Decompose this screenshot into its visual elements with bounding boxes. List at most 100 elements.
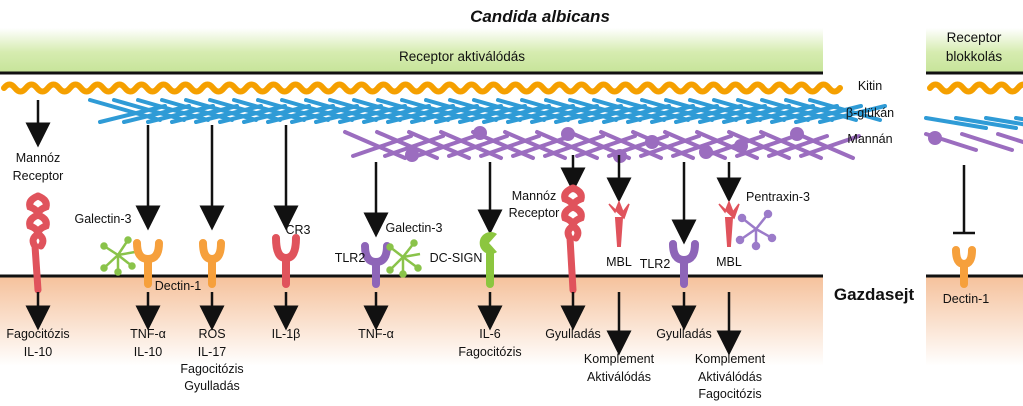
glucan-strand	[434, 104, 503, 124]
host-cell-label: Gazdasejt	[834, 285, 915, 304]
svg-text:Aktiválódás: Aktiválódás	[587, 370, 651, 384]
mannan-strand	[960, 132, 1014, 152]
glucan-strand	[506, 104, 575, 124]
tlr2-a	[361, 242, 391, 288]
glucan-strand	[410, 104, 479, 124]
activation-band	[0, 28, 823, 72]
output-6: IL-6 Fagocitózis	[458, 327, 521, 359]
mannan-strand	[383, 134, 445, 158]
dectin-1-b	[199, 239, 225, 288]
mannose-receptor-2	[561, 184, 585, 294]
mannan-label: Mannán	[847, 132, 892, 146]
glucan-strand	[458, 104, 527, 124]
glucan-strand	[554, 104, 623, 124]
svg-text:ROS: ROS	[198, 327, 225, 341]
mannan-node	[645, 135, 659, 149]
output-5: TNF-α	[358, 327, 394, 341]
chitin-label: Kitin	[858, 79, 882, 93]
mannan-strand	[511, 134, 573, 158]
mannan-strand	[575, 134, 637, 158]
glucan-strand	[602, 104, 671, 124]
svg-text:Gyulladás: Gyulladás	[545, 327, 601, 341]
output-1: Fagocitózis IL-10	[6, 327, 69, 359]
glucan-strand	[818, 104, 887, 124]
mbl-a-label: MBL	[606, 255, 632, 269]
mannan-strand	[639, 134, 701, 158]
glucan-strand	[794, 104, 863, 124]
output-7: Gyulladás	[545, 327, 601, 341]
glucan-strand	[746, 104, 815, 124]
beta-glucan-layer	[88, 98, 1023, 130]
mannan-layer	[343, 126, 1023, 163]
glucan-strand	[338, 104, 407, 124]
svg-text:IL-10: IL-10	[134, 345, 163, 359]
svg-text:Aktiválódás: Aktiválódás	[698, 370, 762, 384]
output-3: ROS IL-17 Fagocitózis Gyulladás	[180, 327, 243, 393]
blocking-inhibition	[953, 165, 975, 235]
glucan-strand	[924, 116, 988, 130]
glucan-strand	[722, 104, 791, 124]
svg-text:TNF-α: TNF-α	[358, 327, 394, 341]
activation-arrows	[25, 100, 742, 245]
svg-text:Komplement: Komplement	[695, 352, 766, 366]
dc-sign-receptor	[479, 232, 497, 288]
glucan-strand	[770, 104, 839, 124]
glucan-strand	[650, 104, 719, 124]
glucan-strand	[362, 104, 431, 124]
glucan-strand	[98, 104, 167, 124]
galectin-3-a	[100, 236, 136, 276]
mannan-strand	[415, 134, 477, 158]
glucan-strand	[146, 104, 215, 124]
svg-text:IL-17: IL-17	[198, 345, 227, 359]
glucan-strand	[984, 116, 1023, 127]
tlr2-b	[669, 240, 699, 288]
title: Candida albicans	[470, 7, 610, 26]
output-2: TNF-α IL-10	[130, 327, 166, 359]
svg-text:Gyulladás: Gyulladás	[656, 327, 712, 341]
glucan-label: β-glükán	[846, 106, 894, 120]
svg-text:TNF-α: TNF-α	[130, 327, 166, 341]
mannose-receptor-2-label-1: Mannóz	[512, 189, 556, 203]
tlr2-b-label: TLR2	[640, 257, 671, 271]
glucan-strand	[674, 104, 743, 124]
blocking-band-label-1: Receptor	[947, 30, 1002, 45]
dectin-1-a	[133, 239, 163, 288]
cr3-receptor	[272, 234, 300, 288]
glucan-strand	[218, 104, 287, 124]
output-8: Komplement Aktiválódás	[584, 352, 655, 384]
svg-text:IL-10: IL-10	[24, 345, 53, 359]
glucan-strand	[314, 104, 383, 124]
mbl-b	[718, 199, 740, 247]
svg-text:Fagocitózis: Fagocitózis	[698, 387, 761, 401]
output-9: Gyulladás	[656, 327, 712, 341]
glucan-strand	[954, 116, 1018, 130]
mannose-receptor-1-label-1: Mannóz	[16, 151, 60, 165]
glucan-strand	[194, 104, 263, 124]
mannan-strand	[735, 134, 797, 158]
glucan-strand	[530, 104, 599, 124]
mannan-node	[734, 139, 748, 153]
glucan-strand	[122, 104, 191, 124]
activation-band-label: Receptor aktiválódás	[399, 49, 525, 64]
galectin-3-b-label: Galectin-3	[386, 221, 443, 235]
mannose-receptor-2-label-2: Receptor	[509, 206, 560, 220]
mannan-node	[790, 127, 804, 141]
host-cell-region-right	[926, 276, 1023, 366]
output-4: IL-1β	[272, 327, 301, 341]
dc-sign-label: DC-SIGN	[430, 251, 483, 265]
mannan-node	[699, 145, 713, 159]
chitin-layer	[1, 81, 843, 95]
glucan-strand	[578, 104, 647, 124]
dectin-1-blocked	[952, 246, 976, 288]
galectin-3-b	[386, 239, 422, 278]
pentraxin-3	[735, 209, 777, 251]
glucan-strand	[386, 104, 455, 124]
output-10: Komplement Aktiválódás Fagocitózis	[695, 352, 766, 401]
mbl-b-label: MBL	[716, 255, 742, 269]
svg-text:Fagocitózis: Fagocitózis	[458, 345, 521, 359]
cr3-label: CR3	[285, 223, 310, 237]
svg-text:IL-1β: IL-1β	[272, 327, 301, 341]
mannan-node	[473, 126, 487, 140]
glucan-strand	[698, 104, 767, 124]
